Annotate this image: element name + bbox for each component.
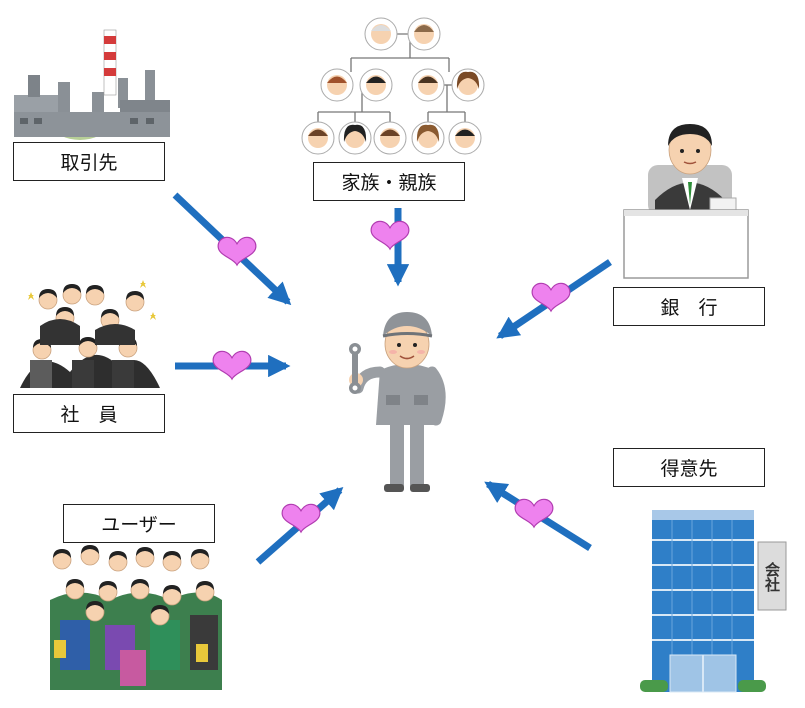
family-member-faces [301, 17, 485, 155]
label-customers: 得意先 [613, 448, 765, 487]
label-bank: 銀 行 [613, 287, 765, 326]
worker-icon [349, 312, 446, 492]
building-sign-text: 会社 [763, 562, 781, 592]
office-building-icon [640, 510, 787, 693]
heart-icon [281, 503, 321, 533]
users-crowd-icon [50, 544, 222, 690]
heart-icon [370, 220, 410, 250]
employees-crowd-icon [20, 280, 160, 388]
factory-icon [14, 29, 170, 140]
banker-icon [623, 124, 749, 279]
label-users: ユーザー [63, 504, 215, 543]
heart-icon [212, 350, 252, 380]
label-family: 家族・親族 [313, 162, 465, 201]
building-sign: 会社 [758, 545, 786, 609]
label-suppliers: 取引先 [13, 142, 165, 181]
label-employees: 社 員 [13, 394, 165, 433]
heart-icon [217, 236, 257, 266]
